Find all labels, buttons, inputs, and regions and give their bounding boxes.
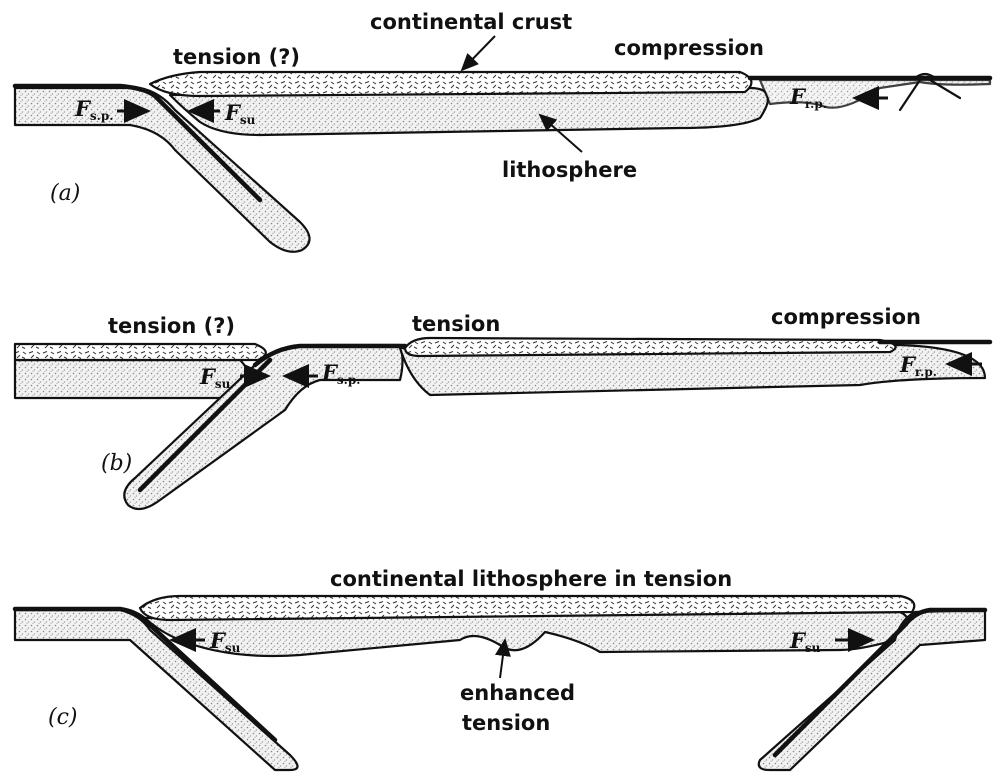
label-a-compression: compression [614, 36, 764, 60]
label-c-enhanced-1: enhanced [460, 681, 575, 705]
panel-b-continental-crust [405, 338, 896, 356]
label-b-compression: compression [771, 305, 921, 329]
panel-b [15, 338, 990, 509]
label-a-lithosphere: lithosphere [502, 158, 637, 182]
pointer-a-crust [462, 36, 495, 70]
label-a-tension: tension (?) [173, 45, 300, 69]
panel-a-continental-crust [150, 72, 751, 96]
panel-label-a: (a) [50, 181, 80, 206]
panel-label-c: (c) [48, 705, 78, 730]
label-c-enhanced-2: tension [462, 711, 550, 735]
panel-label-b: (b) [101, 451, 132, 476]
label-b-tension-q: tension (?) [108, 314, 235, 338]
label-a-continental-crust: continental crust [370, 10, 572, 34]
label-c-title: continental lithosphere in tension [330, 567, 732, 591]
label-b-tension: tension [412, 312, 500, 336]
panel-b-left-crust [15, 344, 266, 360]
